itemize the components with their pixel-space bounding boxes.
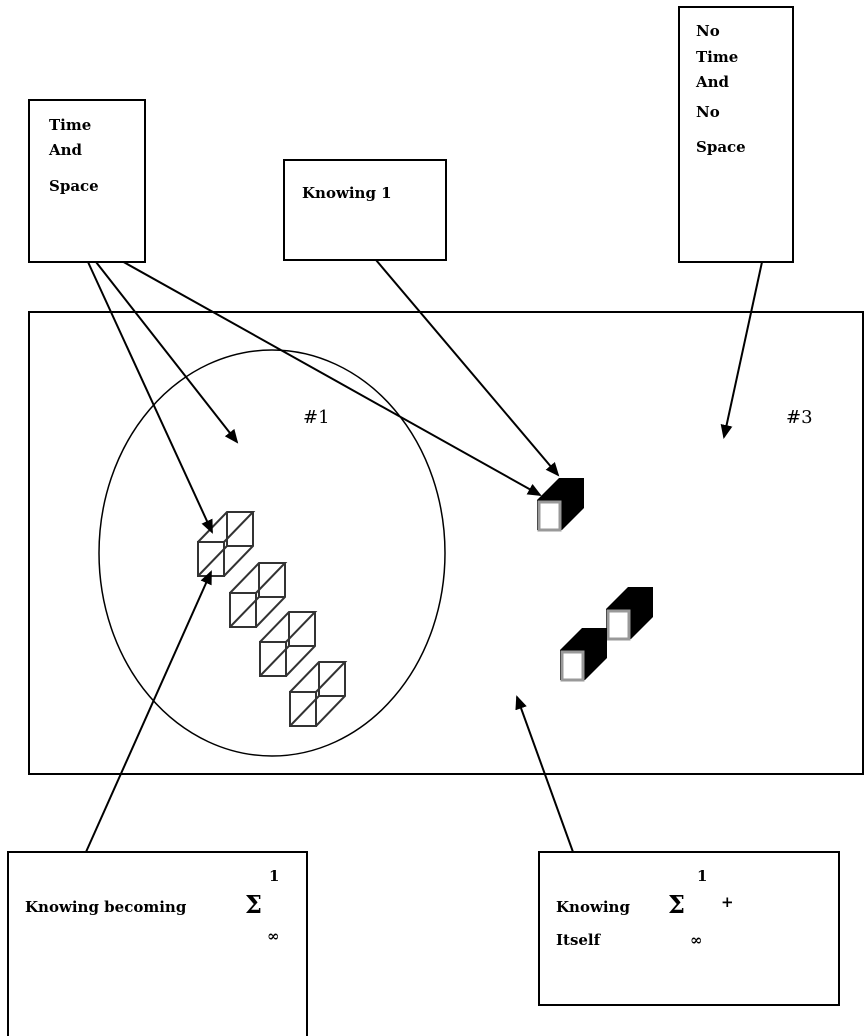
solid-cube [560,628,607,682]
solid-cube [606,587,653,641]
sigma-symbol: Σ [245,890,262,919]
time-and-space-line: Time [49,116,92,134]
knowing-becoming-superscript: 1 [269,867,280,885]
no-time-no-space-line: No [696,22,720,40]
knowing-1-box: Knowing 1 [283,159,447,261]
solid-cube [537,478,584,532]
hollow-cube [289,661,348,727]
hollow-cube-stack [197,511,348,727]
sigma-symbol: Σ [668,890,685,919]
knowing-itself-box: 1 Knowing Σ + Itself ∞ [538,851,840,1006]
arrow [85,570,212,853]
knowing-itself-subscript: ∞ [690,931,703,949]
time-and-space-line: Space [49,177,99,195]
arrow [375,259,560,477]
knowing-itself-line1: Knowing [556,898,630,916]
arrow [95,261,239,444]
main-frame [28,311,864,775]
knowing-becoming-text: Knowing becoming [25,898,187,916]
hollow-cube [229,562,288,628]
region-label-3: #3 [786,407,813,428]
arrow [119,259,542,496]
knowing-itself-superscript: 1 [697,867,708,885]
knowing-itself-line2: Itself [556,931,601,949]
arrow [515,695,574,853]
time-and-space-line: And [49,141,83,159]
knowing-becoming-box: 1 Knowing becoming Σ ∞ [7,851,308,1036]
region-circle [98,349,446,757]
knowing-1-label: Knowing 1 [302,184,392,202]
no-time-no-space-line: Time [696,48,739,66]
no-time-no-space-line: No [696,103,720,121]
plus-symbol: + [721,893,734,911]
arrow [87,261,213,534]
hollow-cube [259,611,318,677]
time-and-space-box: Time And Space [28,99,146,263]
no-time-no-space-box: No Time And No Space [678,6,794,263]
region-label-1: #1 [303,407,330,428]
no-time-no-space-line: Space [696,138,746,156]
arrow [720,261,763,439]
knowing-becoming-subscript: ∞ [267,927,280,945]
no-time-no-space-line: And [696,73,730,91]
